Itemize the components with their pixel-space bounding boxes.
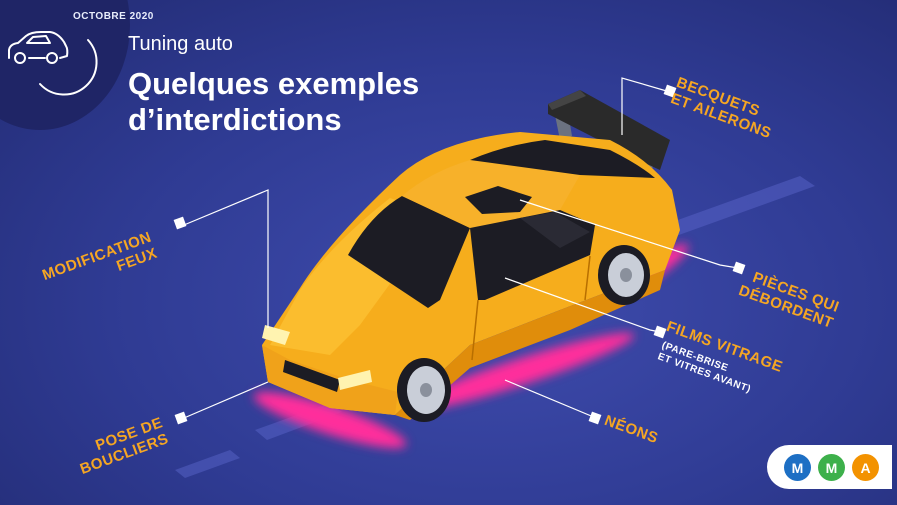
- mma-logo: M M A: [767, 445, 892, 489]
- subtitle: Tuning auto: [128, 33, 233, 55]
- leader-markers: [173, 84, 746, 425]
- date-label: OCTOBRE 2020: [73, 11, 154, 22]
- logo-letter: M: [784, 454, 811, 481]
- wheel-rear: [598, 245, 650, 305]
- car: [262, 90, 680, 422]
- page-title: Quelques exemples d’interdictions: [128, 66, 420, 137]
- logo-letter: M: [818, 454, 845, 481]
- car-icon: [8, 31, 98, 96]
- wheel-front: [397, 358, 451, 422]
- logo-letter: A: [852, 454, 879, 481]
